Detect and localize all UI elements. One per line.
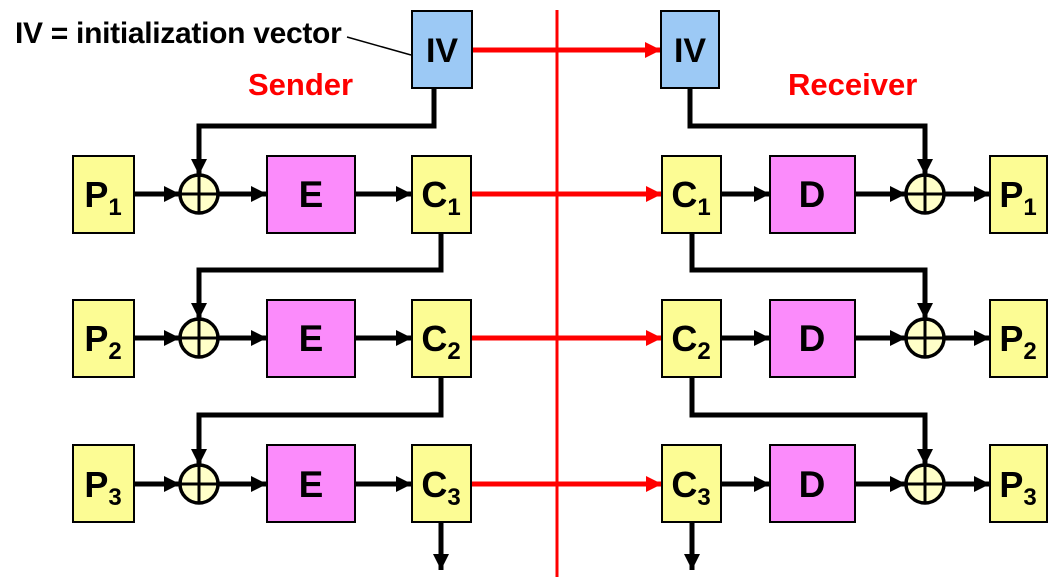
chain-c2-sender-line	[190, 377, 444, 465]
decrypt-label-3: D	[799, 464, 826, 505]
c2-box-receiver	[661, 299, 722, 378]
p1-box-sender	[72, 155, 135, 234]
decrypt-label-1: D	[799, 174, 826, 215]
p1-label-sender: P1	[84, 174, 121, 221]
p2-box-receiver	[989, 299, 1048, 378]
p2-box-sender	[72, 299, 135, 378]
encrypt-box-1	[266, 155, 356, 234]
c3-label-sender: C3	[421, 464, 460, 511]
annotation-callout-line	[346, 36, 412, 56]
p3-box-sender	[72, 444, 135, 523]
decrypt-box-3	[769, 444, 856, 523]
xor-icon-sender-2	[178, 317, 220, 359]
receiver-label: Receiver	[788, 67, 917, 102]
chain-c1-sender-line	[190, 233, 444, 319]
c1-box-sender	[411, 155, 472, 234]
sender-label: Sender	[248, 67, 353, 102]
xor-icon-sender-3	[178, 463, 220, 505]
p2-label-receiver: P2	[999, 318, 1036, 365]
p3-label-receiver: P3	[999, 464, 1036, 511]
c1-box-receiver	[661, 155, 722, 234]
p1-box-receiver	[989, 155, 1048, 234]
c3-label-receiver: C3	[671, 464, 710, 511]
encrypt-box-3	[266, 444, 356, 523]
c2-label-sender: C2	[421, 318, 460, 365]
iv-feed-sender-line	[190, 88, 437, 175]
encrypt-label-3: E	[299, 464, 324, 505]
c2-label-receiver: C2	[671, 318, 710, 365]
decrypt-label-2: D	[799, 318, 826, 359]
xor-icon-receiver-2	[904, 317, 946, 359]
c1-label-receiver: C1	[671, 174, 710, 221]
encrypt-label-2: E	[299, 318, 324, 359]
c3-box-sender	[411, 444, 472, 523]
xor-icon-sender-1	[178, 173, 220, 215]
iv-feed-receiver-line	[687, 88, 934, 175]
iv-label-receiver: IV	[674, 32, 706, 70]
encrypt-label-1: E	[299, 174, 324, 215]
xor-icon-receiver-1	[904, 173, 946, 215]
chain-c1-receiver-line	[689, 233, 934, 319]
c3-box-receiver	[661, 444, 722, 523]
c2-box-sender	[411, 299, 472, 378]
encrypt-box-2	[266, 299, 356, 378]
iv-box-sender	[411, 10, 473, 89]
chain-c2-receiver-line	[689, 377, 934, 465]
p2-label-sender: P2	[84, 318, 121, 365]
c1-label-sender: C1	[421, 174, 460, 221]
iv-label-sender: IV	[426, 32, 458, 70]
p1-label-receiver: P1	[999, 174, 1036, 221]
decrypt-box-1	[769, 155, 856, 234]
annotation-label: IV = initialization vector	[15, 17, 342, 50]
p3-box-receiver	[989, 444, 1048, 523]
iv-box-receiver	[660, 10, 720, 89]
p3-label-sender: P3	[84, 464, 121, 511]
decrypt-box-2	[769, 299, 856, 378]
xor-icon-receiver-3	[904, 463, 946, 505]
